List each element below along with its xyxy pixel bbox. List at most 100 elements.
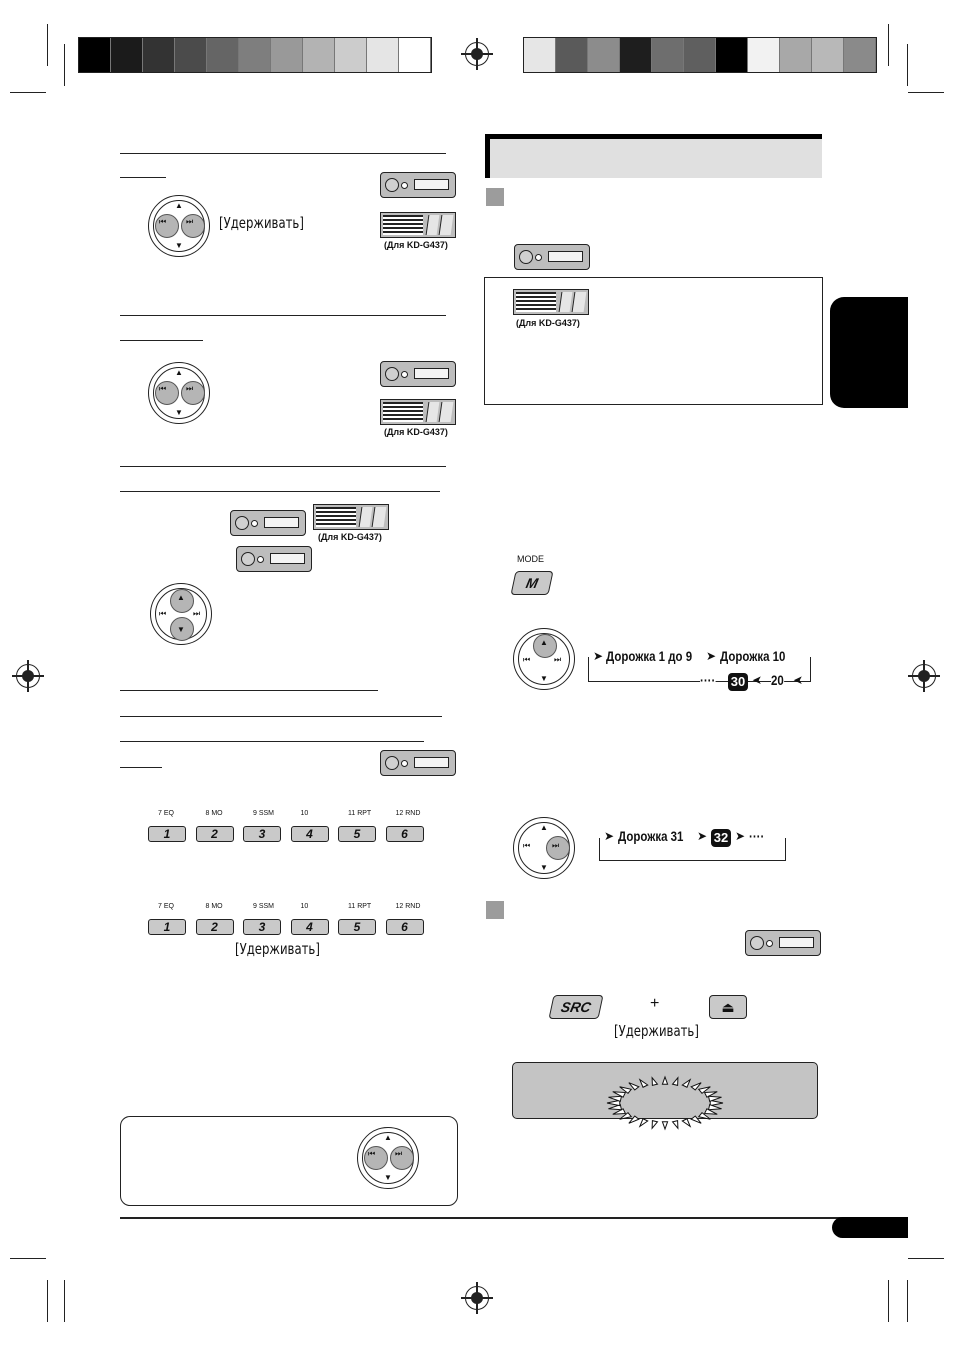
track-32-badge: 32 [711,829,731,847]
unit-icon [380,361,456,387]
color-bar-right [523,37,877,73]
faceplate-icon [380,212,456,238]
color-swatch [588,38,620,72]
unit-icon [380,172,456,198]
hold-label: [Удерживать] [614,1022,699,1040]
burst-ray [612,1108,627,1115]
note-box [120,1116,458,1206]
burst-ray [671,1120,679,1130]
mode-button[interactable]: M [510,571,554,595]
crop-mark [907,44,908,86]
section-rule [120,466,446,467]
burst-ray [661,1121,669,1131]
unit-icon [745,930,821,956]
color-swatch [620,38,652,72]
burst-ray [690,1115,702,1124]
crop-mark [908,92,944,93]
burst-ray [651,1120,659,1130]
faceplate-icon [313,504,389,530]
preset-button-5[interactable]: 5 [338,826,376,842]
sequence-arrow: ➤ [697,829,708,843]
burst-ray [628,1115,640,1124]
preset-button-4[interactable]: 4 [290,826,329,842]
preset-button-5[interactable]: 5 [338,919,376,935]
preset-button-4[interactable]: 4 [290,919,329,935]
color-swatch [684,38,716,72]
jog-control-icon: ▲▼ ⏮⏭ [148,195,210,257]
hold-label: [Удерживать] [219,214,304,232]
src-button[interactable]: SRC [548,995,604,1019]
burst-ray [638,1078,649,1088]
preset-button-2[interactable]: 2 [195,919,234,935]
burst-ray [709,1099,724,1107]
color-swatch [335,38,367,72]
burst-ray [661,1075,669,1085]
sequence-arrow: ➤ [793,673,804,687]
burst-ray [608,1095,623,1103]
number-button-label: 9 SSM [253,810,275,817]
color-swatch [143,38,175,72]
number-button-label: 12 RND [395,903,421,910]
flash-burst-icon [606,1075,724,1131]
jog-control-icon: ▲▼ ⏮⏭ [513,628,575,690]
burst-ray [681,1078,692,1088]
color-swatch [399,38,431,72]
sequence-frame [588,657,811,682]
sequence-arrow: ➤ [706,649,717,663]
color-swatch [524,38,556,72]
preset-button-1[interactable]: 1 [148,826,186,842]
info-box [484,277,823,405]
color-swatch [175,38,207,72]
preset-button-6[interactable]: 6 [385,919,424,935]
number-button-label: 9 SSM [253,903,275,910]
mode-key-label: M [524,575,540,591]
track-20-label: 20 [771,672,784,688]
plus-sign: + [650,995,660,1012]
crop-mark [908,1258,944,1259]
burst-ray [690,1082,702,1091]
number-button-label: 11 RPT [348,903,372,910]
model-label: (Для KD-G437) [384,240,448,250]
track-10-label: Дорожка 10 [720,648,786,664]
preset-button-2[interactable]: 2 [195,826,234,842]
number-button-label: 11 RPT [348,810,372,817]
preset-button-3[interactable]: 3 [243,826,281,842]
color-swatch [271,38,303,72]
eject-icon: ⏏ [721,999,735,1015]
burst-ray [681,1118,692,1128]
number-button-label: 10 [300,903,309,910]
preset-button-1[interactable]: 1 [148,919,186,935]
display-panel [512,1062,818,1119]
preset-button-6[interactable]: 6 [385,826,424,842]
eject-button[interactable]: ⏏ [709,995,747,1019]
color-swatch [748,38,780,72]
crop-mark [47,1280,48,1322]
number-button-label: 7 EQ [158,810,174,817]
color-swatch [556,38,588,72]
burst-ray [608,1103,623,1111]
color-swatch [812,38,844,72]
language-tab [830,297,908,408]
burst-ray [638,1118,649,1128]
sequence-frame [599,838,786,861]
number-button-label: 12 RND [395,810,421,817]
crop-mark [64,1280,65,1322]
unit-icon [380,750,456,776]
model-label: (Для KD-G437) [318,532,382,542]
number-button-label: 8 MO [205,810,223,817]
faceplate-icon [513,289,589,315]
section-rule [120,315,446,316]
crop-mark [888,1280,889,1322]
burst-ray [612,1091,627,1098]
section-rule [120,690,378,691]
jog-control-icon: ▲▼ ⏮⏭ [150,583,212,645]
number-button-label: 10 [300,810,309,817]
crop-mark [888,24,889,66]
section-rule [120,177,166,178]
preset-button-3[interactable]: 3 [243,919,281,935]
step-marker [486,188,504,206]
registration-mark-icon [461,38,493,70]
track-range-label: Дорожка 1 до 9 [606,648,693,664]
crop-mark [10,92,46,93]
crop-mark [64,44,65,86]
